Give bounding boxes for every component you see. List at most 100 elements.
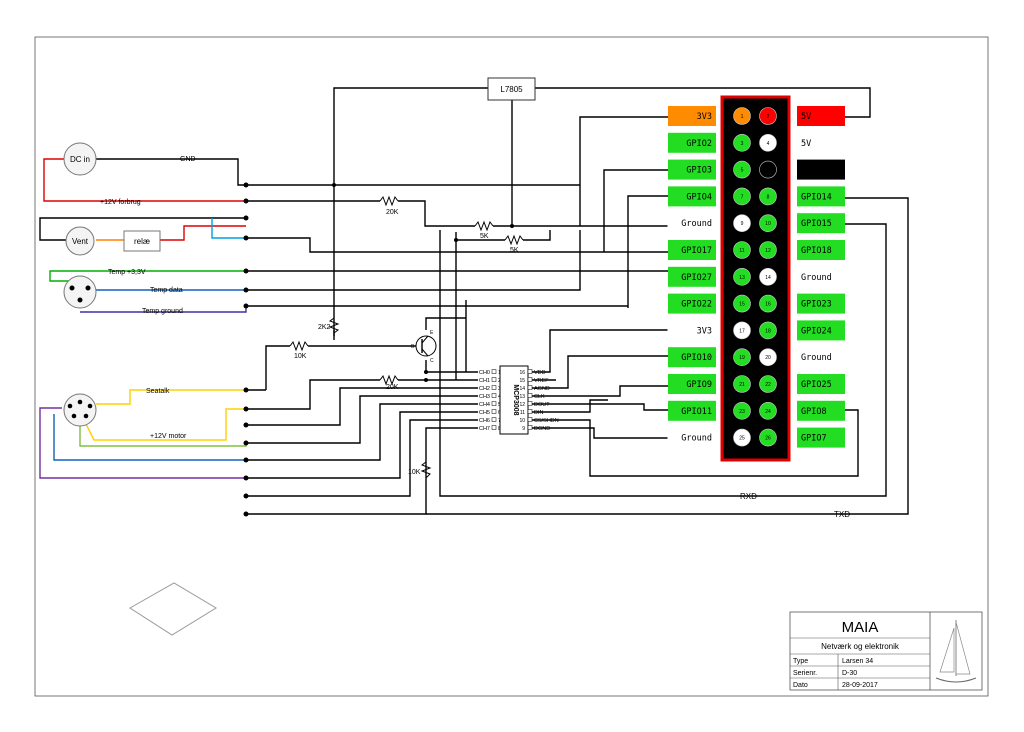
- gpio-left-label: GPIO22: [681, 300, 712, 310]
- gpio-right-box: [797, 293, 845, 314]
- r10k-base-label: 10K: [294, 353, 307, 360]
- junctions: [243, 182, 514, 517]
- mcp-pin-name: CH7: [479, 426, 490, 432]
- mcp-pin-num: 14: [519, 386, 525, 392]
- mcp-pin-num: 13: [519, 394, 525, 400]
- temp-din-connector: [63, 275, 97, 309]
- plus12v-consumer-label: +12V forbrug: [100, 199, 141, 206]
- resistor-symbols: [289, 195, 524, 479]
- header-pin-number: 6: [767, 168, 770, 174]
- header-pin: [759, 348, 777, 367]
- header-pin: [759, 160, 777, 179]
- gpio-left-box: [668, 374, 716, 394]
- mcp-pin-name: DIN: [534, 410, 544, 416]
- gpio-right-box: [797, 106, 845, 126]
- mcp-pin-name: CH0: [479, 370, 490, 376]
- header-pin: [733, 428, 751, 447]
- gpio-right-box: [796, 266, 846, 288]
- gpio-left-label: GPIO3: [686, 166, 712, 176]
- header-pin-number: 8: [767, 194, 770, 200]
- transistor: [415, 335, 437, 357]
- gpio-left-box: [667, 427, 717, 449]
- r20k-mid-label: 20K: [386, 384, 399, 391]
- mcp3008-chip: [499, 365, 529, 435]
- header-pin: [759, 321, 777, 340]
- mcp-pin-num: 5: [498, 402, 501, 408]
- gpio-left-box: [668, 400, 716, 421]
- mcp-pin-name: CH3: [479, 394, 490, 400]
- gpio-left-box: [668, 106, 716, 126]
- mcp-pin-name: CH2: [479, 386, 490, 392]
- tb-key-date: Dato: [793, 682, 808, 689]
- gpio-right-label: GPIO24: [801, 326, 832, 336]
- gpio-left-label: GPIO10: [681, 353, 712, 363]
- gpio-left-box: [667, 212, 717, 234]
- dc-in-label: DC in: [70, 155, 90, 164]
- mcp-pin-name: CH4: [479, 402, 490, 408]
- mcp-pin-num: 6: [498, 410, 501, 416]
- header-pin: [733, 160, 751, 179]
- temp-33v-label: Temp +3,3V: [108, 269, 146, 276]
- title-block-title: MAIA: [842, 619, 879, 636]
- header-pin-number: 21: [739, 382, 745, 388]
- gpio-right-label: GPIO15: [801, 219, 832, 229]
- transistor-e: E: [430, 330, 434, 336]
- mcp-pin-num: 7: [498, 418, 501, 424]
- title-block-subtitle: Netværk og elektronik: [821, 642, 900, 651]
- gpio-left-box: [668, 132, 716, 153]
- mcp-pin-name: DOUT: [534, 402, 550, 408]
- tb-key-serial: Serienr.: [793, 670, 817, 677]
- gpio-left-label: GPIO2: [686, 139, 712, 149]
- gpio-right-label: GPIO25: [801, 380, 832, 390]
- header-pin-number: 5: [741, 168, 744, 174]
- header-pin: [759, 187, 777, 206]
- gpio-right-label: GPIO7: [801, 434, 827, 444]
- header-pin: [759, 267, 777, 286]
- header-pin-number: 22: [765, 382, 771, 388]
- header-pin-number: 9: [741, 221, 744, 227]
- mcp-pin-num: 3: [498, 386, 501, 392]
- gpio-right-label: Ground: [801, 353, 832, 363]
- mcp-pin-num: 11: [520, 410, 525, 416]
- header-pin: [733, 107, 751, 125]
- gpio-right-label: GPIO14: [801, 192, 832, 202]
- mcp3008-label: MCP3008: [512, 384, 519, 415]
- gpio-right-label: Ground: [801, 273, 832, 283]
- gpio-left-box: [668, 240, 716, 260]
- mcp-pin-num: 16: [519, 370, 525, 376]
- header-pin: [733, 134, 751, 152]
- gpio-right-box: [797, 213, 845, 234]
- gpio-right-box: [797, 240, 845, 260]
- dc-in-connector: [63, 142, 97, 176]
- tb-key-type: Type: [793, 658, 808, 665]
- header-pin: [733, 348, 751, 367]
- gnd-wire-label: GND: [180, 156, 196, 163]
- gpio-right-label: 5V: [801, 112, 811, 122]
- header-pin: [733, 294, 751, 313]
- header-pin-number: 12: [765, 248, 771, 254]
- tb-val-serial: D-30: [842, 670, 857, 677]
- txd-label: TXD: [834, 510, 850, 519]
- mcp-pin-name: CH6: [479, 418, 490, 424]
- header-pin-number: 23: [739, 409, 745, 415]
- mcp-pin-num: 9: [522, 426, 525, 432]
- gpio-left-label: 3V3: [697, 326, 712, 336]
- header-pin: [733, 187, 751, 206]
- r10k-low-label: 10K: [408, 469, 421, 476]
- header-pin-number: 4: [767, 141, 770, 147]
- header-pin-number: 7: [741, 194, 744, 200]
- title-block: [789, 611, 983, 691]
- mcp-pin-num: 10: [519, 418, 525, 424]
- gpio-right-label: GPIO23: [801, 300, 832, 310]
- vent-connector: [65, 226, 95, 256]
- gpio-right-label: GPIO8: [801, 407, 827, 417]
- header-pin: [733, 401, 751, 420]
- header-pin-number: 24: [765, 409, 771, 415]
- header-pin: [759, 241, 777, 259]
- gpio-left-box: [668, 347, 716, 368]
- header-pin: [759, 107, 777, 125]
- header-pin: [733, 267, 751, 286]
- gpio-left-label: 3V3: [697, 112, 712, 122]
